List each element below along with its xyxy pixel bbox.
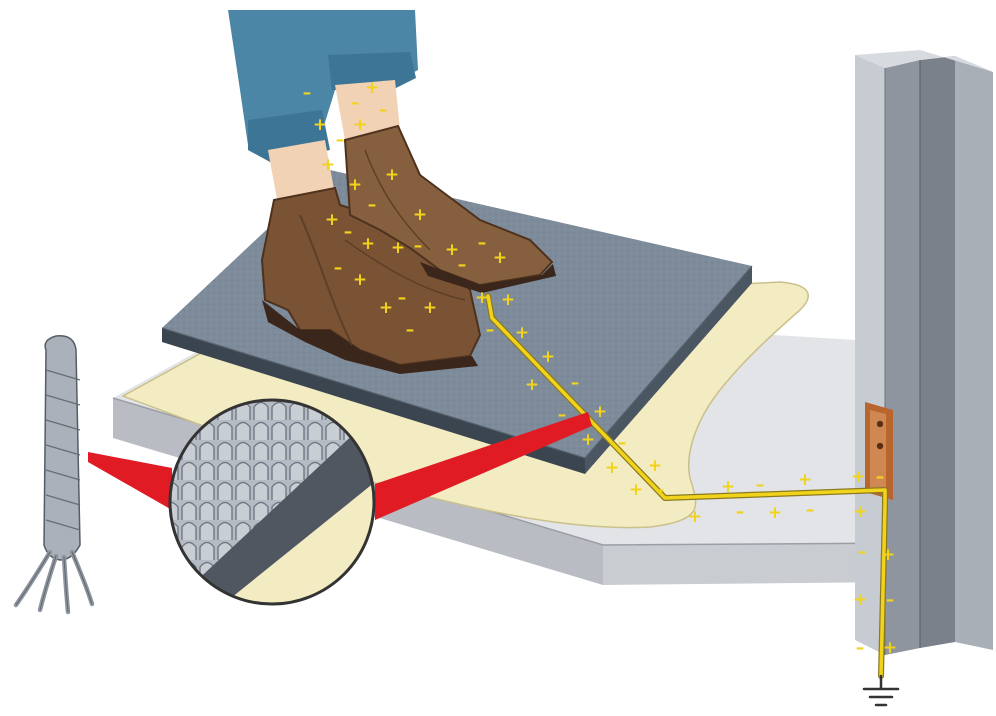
positive-charge-icon: +	[648, 456, 662, 476]
negative-charge-icon: –	[856, 638, 865, 658]
positive-charge-icon: +	[391, 238, 405, 258]
positive-charge-icon: +	[688, 507, 702, 527]
positive-charge-icon: +	[525, 375, 539, 395]
negative-charge-icon: –	[414, 236, 423, 256]
positive-charge-icon: +	[883, 638, 897, 658]
positive-charge-icon: +	[379, 298, 393, 318]
positive-charge-icon: +	[853, 502, 867, 522]
positive-charge-icon: +	[413, 205, 427, 225]
positive-charge-icon: +	[365, 78, 379, 98]
negative-charge-icon: –	[736, 502, 745, 522]
positive-charge-icon: +	[541, 347, 555, 367]
negative-charge-icon: –	[756, 475, 765, 495]
negative-charge-icon: –	[336, 130, 345, 150]
negative-charge-icon: –	[876, 467, 885, 487]
negative-charge-icon: –	[478, 233, 487, 253]
steel-column	[855, 50, 993, 655]
ground-symbol-icon	[864, 676, 898, 705]
negative-charge-icon: –	[379, 100, 388, 120]
negative-charge-icon: –	[886, 590, 895, 610]
positive-charge-icon: +	[353, 270, 367, 290]
negative-charge-icon: –	[571, 373, 580, 393]
positive-charge-icon: +	[423, 298, 437, 318]
positive-charge-icon: +	[605, 458, 619, 478]
positive-charge-icon: +	[321, 155, 335, 175]
negative-charge-icon: –	[858, 542, 867, 562]
positive-charge-icon: +	[313, 115, 327, 135]
positive-charge-icon: +	[721, 477, 735, 497]
positive-charge-icon: +	[853, 590, 867, 610]
conductive-fiber-icon	[16, 336, 92, 612]
positive-charge-icon: +	[475, 288, 489, 308]
positive-charge-icon: +	[385, 165, 399, 185]
positive-charge-icon: +	[581, 430, 595, 450]
negative-charge-icon: –	[303, 83, 312, 103]
positive-charge-icon: +	[629, 480, 643, 500]
positive-charge-icon: +	[493, 248, 507, 268]
positive-charge-icon: +	[353, 115, 367, 135]
positive-charge-icon: +	[361, 234, 375, 254]
positive-charge-icon: +	[515, 323, 529, 343]
positive-charge-icon: +	[798, 470, 812, 490]
negative-charge-icon: –	[351, 93, 360, 113]
negative-charge-icon: –	[558, 405, 567, 425]
negative-charge-icon: –	[486, 320, 495, 340]
negative-charge-icon: –	[656, 480, 665, 500]
negative-charge-icon: –	[334, 258, 343, 278]
positive-charge-icon: +	[881, 545, 895, 565]
negative-charge-icon: –	[806, 500, 815, 520]
positive-charge-icon: +	[851, 467, 865, 487]
negative-charge-icon: –	[368, 195, 377, 215]
negative-charge-icon: –	[618, 433, 627, 453]
positive-charge-icon: +	[325, 210, 339, 230]
positive-charge-icon: +	[593, 402, 607, 422]
positive-charge-icon: +	[768, 503, 782, 523]
positive-charge-icon: +	[501, 290, 515, 310]
positive-charge-icon: +	[348, 175, 362, 195]
negative-charge-icon: –	[344, 222, 353, 242]
negative-charge-icon: –	[406, 320, 415, 340]
negative-charge-icon: –	[398, 288, 407, 308]
negative-charge-icon: –	[458, 255, 467, 275]
